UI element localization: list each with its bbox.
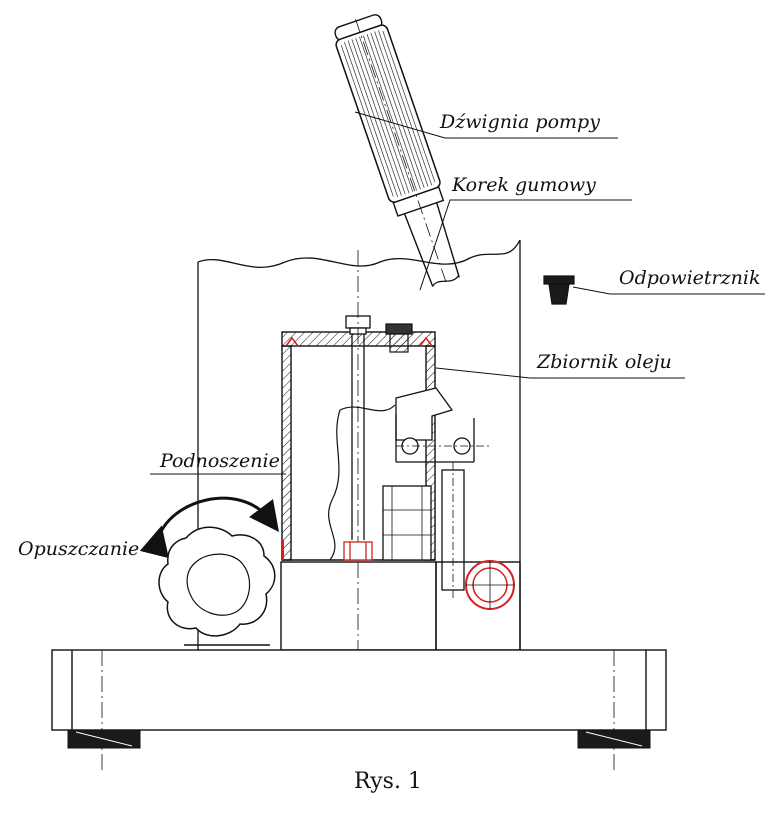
pump-body <box>280 560 521 651</box>
base-plate <box>51 649 667 770</box>
top-bolt <box>345 250 371 660</box>
label-lever: Dźwignia pompy <box>439 111 600 133</box>
section-break-curve <box>328 404 396 561</box>
vent-plug <box>543 275 575 305</box>
label-plug: Korek gumowy <box>451 174 596 196</box>
label-vent: Odpowietrznik <box>619 267 760 289</box>
rubber-plug <box>385 323 413 353</box>
figure-caption: Rys. 1 <box>354 769 422 794</box>
label-tank: Zbiornik oleju <box>536 351 672 373</box>
label-raise: Podnoszenie <box>159 450 280 472</box>
lever-handle <box>334 14 460 287</box>
rotation-arrow <box>139 496 280 559</box>
small-screw <box>343 541 373 561</box>
base-feet <box>67 729 651 749</box>
lever-linkage <box>382 387 490 600</box>
release-knob <box>158 526 276 646</box>
leader-lines <box>150 111 765 475</box>
label-lower: Opuszczanie <box>18 538 139 560</box>
